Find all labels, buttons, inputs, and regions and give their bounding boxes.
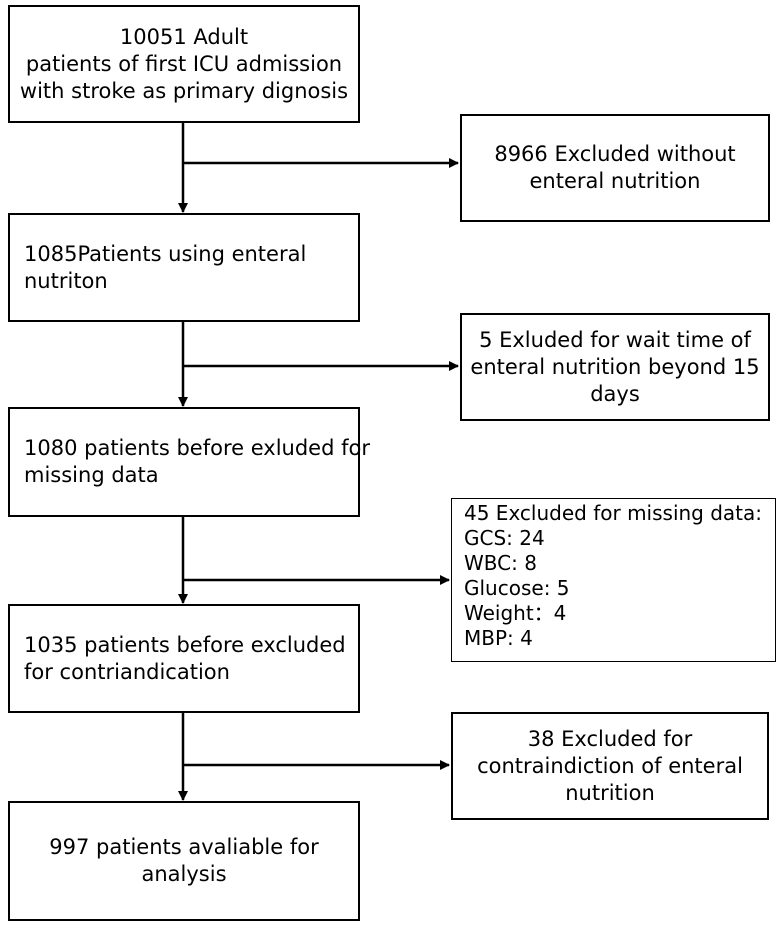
exclusion-item-weight: Weight：4 xyxy=(464,601,567,625)
exclusion-box-no-enteral: 8966 Excluded without enteral nutrition xyxy=(460,114,770,222)
step-text: patients of first ICU admission xyxy=(25,51,343,76)
step-box-before-contraindication: 1035 patients before excluded for contri… xyxy=(8,604,360,713)
step-text: missing data xyxy=(24,463,159,487)
exclusion-text: enteral nutrition beyond 15 xyxy=(470,354,760,379)
step-text: 997 patients avaliable for xyxy=(49,835,319,859)
exclusion-item-glucose: Glucose: 5 xyxy=(464,576,570,600)
exclusion-text: days xyxy=(590,381,640,406)
step-text: for contriandication xyxy=(24,659,230,684)
exclusion-item-gcs: GCS: 24 xyxy=(464,526,545,550)
step-box-final-analysis: 997 patients avaliable for analysis xyxy=(8,801,360,921)
step-text: with stroke as primary dignosis xyxy=(19,78,349,103)
exclusion-box-contraindication: 38 Excluded for contraindiction of enter… xyxy=(451,712,769,820)
exclusion-text: 8966 Excluded without xyxy=(494,142,736,166)
step-text: 1080 patients before exluded for xyxy=(24,436,370,460)
exclusion-text: 38 Excluded for xyxy=(527,726,693,751)
exclusion-box-missing-data: 45 Excluded for missing data: GCS: 24 WB… xyxy=(451,498,776,662)
exclusion-item-mbp: MBP: 4 xyxy=(464,626,533,650)
step-box-initial-cohort: 10051 Adult patients of first ICU admiss… xyxy=(8,5,360,123)
exclusion-text: enteral nutrition xyxy=(529,169,701,193)
exclusion-text: 5 Exluded for wait time of xyxy=(479,327,751,352)
step-text: nutriton xyxy=(24,268,108,293)
step-box-before-missing-data: 1080 patients before exluded for missing… xyxy=(8,407,370,517)
exclusion-text: 45 Excluded for missing data: xyxy=(464,501,763,525)
exclusion-item-wbc: WBC: 8 xyxy=(464,551,537,575)
step-box-enteral-nutrition: 1085Patients using enteral nutriton xyxy=(8,213,360,322)
step-text: 1085Patients using enteral xyxy=(24,241,307,266)
exclusion-text: nutrition xyxy=(565,780,655,805)
exclusion-box-wait-time: 5 Exluded for wait time of enteral nutri… xyxy=(460,313,770,421)
exclusion-text: contraindiction of enteral xyxy=(477,753,743,778)
step-text: 1035 patients before excluded xyxy=(24,632,346,657)
step-text: 10051 Adult xyxy=(119,24,249,49)
step-text: analysis xyxy=(141,862,227,886)
